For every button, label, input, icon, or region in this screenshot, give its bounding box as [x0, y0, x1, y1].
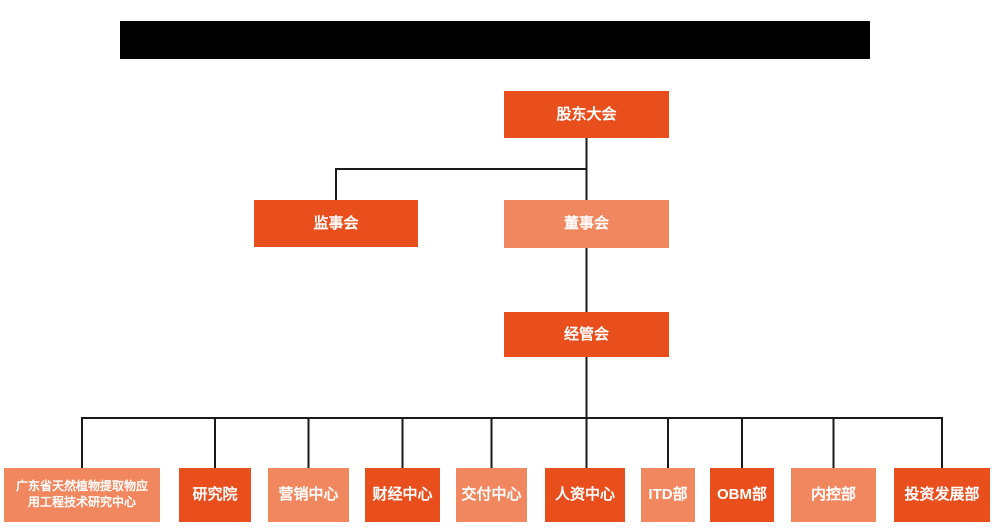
org-node-itd-department: ITD部 [641, 468, 695, 522]
org-node-investment-development-department: 投资发展部 [894, 468, 990, 522]
org-node-delivery-center: 交付中心 [456, 468, 527, 522]
org-node-obm-department: OBM部 [710, 468, 774, 522]
org-node-finance-center: 财经中心 [365, 468, 440, 522]
org-node-hr-center: 人资中心 [545, 468, 625, 522]
redacted-title-bar [120, 21, 870, 59]
org-node-shareholders-meeting: 股东大会 [504, 91, 669, 138]
org-node-supervisory-board: 监事会 [254, 200, 418, 247]
org-node-marketing-center: 营销中心 [268, 468, 349, 522]
org-node-internal-control-department: 内控部 [791, 468, 876, 522]
org-node-management-committee: 经管会 [504, 312, 669, 357]
org-node-research-center: 广东省天然植物提取物应用工程技术研究中心 [4, 468, 160, 522]
org-node-board-of-directors: 董事会 [504, 200, 669, 248]
org-node-research-institute: 研究院 [179, 468, 251, 522]
